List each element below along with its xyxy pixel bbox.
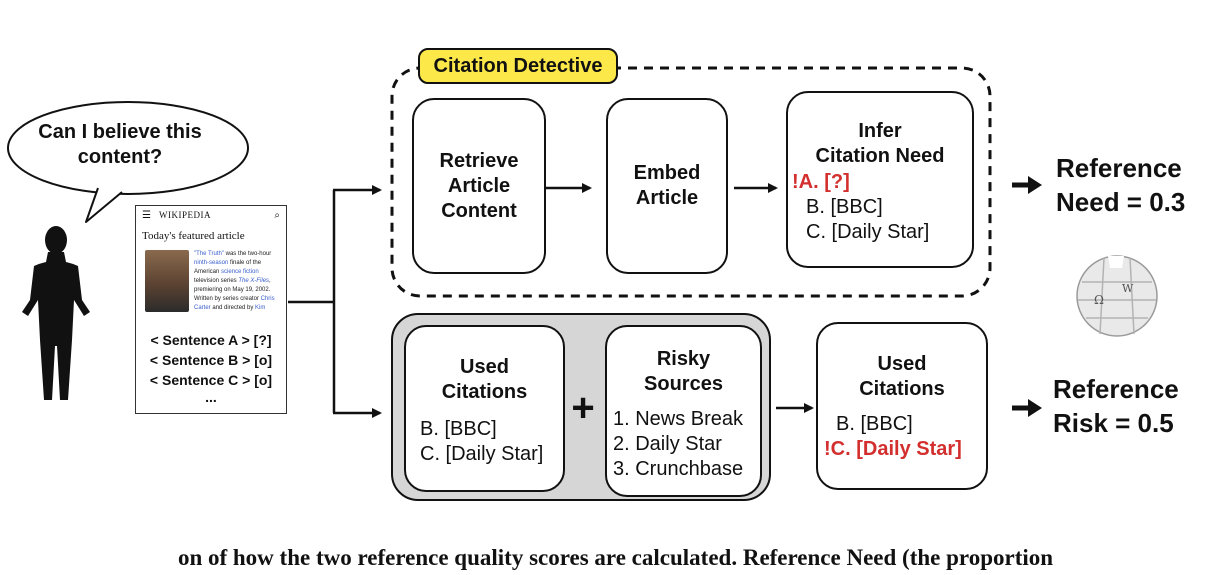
- citation-detective-label: Citation Detective: [418, 48, 618, 84]
- risky-sources-box: Risky Sources 1. News Break 2. Daily Sta…: [605, 325, 762, 497]
- article-blurb: "The Truth" was the two-hour ninth-seaso…: [194, 251, 275, 311]
- infer-citation-need-box: Infer Citation Need !A. [?] B. [BBC] C. …: [786, 91, 974, 268]
- article-link[interactable]: Chris Carter: [194, 296, 275, 311]
- article-link[interactable]: "The Truth": [194, 251, 224, 257]
- retrieve-article-box: Retrieve Article Content: [412, 98, 546, 274]
- svg-text:Ω: Ω: [1094, 293, 1104, 307]
- reference-risk-score: Reference Risk = 0.5: [1053, 374, 1179, 438]
- embed-article-box: Embed Article: [606, 98, 728, 274]
- plus-icon: +: [571, 386, 595, 430]
- right-arrow-icon: [1012, 399, 1042, 417]
- risky-source-item: 3. Crunchbase: [613, 458, 744, 480]
- citation-item: B. [BBC]: [836, 413, 913, 435]
- sentence-item: < Sentence A > [?]: [150, 332, 272, 348]
- figure-caption: on of how the two reference quality scor…: [177, 545, 1054, 570]
- detective-frame: [390, 66, 992, 298]
- wikipedia-globe-icon: Ω W: [1076, 255, 1158, 337]
- right-arrow-icon: [1012, 176, 1042, 194]
- article-link[interactable]: science fiction: [221, 269, 259, 275]
- wikipedia-wordmark: WIKIPEDIA: [158, 210, 211, 220]
- citation-item: B. [BBC]: [420, 418, 497, 440]
- sentence-item: < Sentence C > [o]: [149, 372, 273, 388]
- wikipedia-header: ☰ WIKIPEDIA ⌕: [136, 206, 286, 224]
- used-citations-box: Used Citations B. [BBC] C. [Daily Star]: [404, 325, 565, 492]
- risky-source-item: 2. Daily Star: [613, 433, 722, 455]
- article-link[interactable]: Kim: [255, 305, 266, 311]
- sentence-item: ...: [205, 389, 217, 405]
- svg-text:W: W: [1122, 282, 1134, 295]
- alert-icon: !: [792, 171, 799, 193]
- result-citations-box: Used Citations B. [BBC] !C. [Daily Star]: [816, 322, 988, 490]
- citation-item: C. [Daily Star]: [806, 221, 930, 243]
- used-citation-list: B. [BBC] C. [Daily Star]: [420, 417, 543, 467]
- flagged-citation-item: !A. [?]: [792, 171, 850, 193]
- speech-bubble: [7, 101, 249, 223]
- speech-bubble-text: Can I believe this content?: [38, 121, 202, 168]
- citation-item: B. [BBC]: [806, 196, 883, 218]
- alert-icon: !: [824, 438, 831, 460]
- risky-source-item: 1. News Break: [613, 408, 744, 430]
- article-portrait-image: [145, 250, 189, 312]
- article-link[interactable]: ninth-season: [194, 260, 229, 266]
- reference-need-score: Reference Need = 0.3: [1056, 153, 1186, 217]
- flagged-citation-item: !C. [Daily Star]: [824, 438, 962, 460]
- citation-item: C. [Daily Star]: [420, 443, 544, 465]
- infer-citation-list: !A. [?] B. [BBC] C. [Daily Star]: [792, 170, 929, 245]
- risky-source-list: 1. News Break 2. Daily Star 3. Crunchbas…: [613, 407, 743, 482]
- result-citation-list: B. [BBC] !C. [Daily Star]: [824, 412, 962, 462]
- search-icon[interactable]: ⌕: [274, 209, 280, 221]
- article-link[interactable]: The X-Files: [238, 278, 270, 284]
- featured-heading: Today's featured article: [142, 230, 245, 242]
- sentence-item: < Sentence B > [o]: [149, 352, 273, 368]
- sentence-list: < Sentence A > [?] < Sentence B > [o] < …: [136, 330, 286, 404]
- wikipedia-article-card: ☰ WIKIPEDIA ⌕ Today's featured article "…: [135, 205, 287, 414]
- person-silhouette-icon: [22, 226, 90, 400]
- menu-icon[interactable]: ☰: [142, 209, 151, 221]
